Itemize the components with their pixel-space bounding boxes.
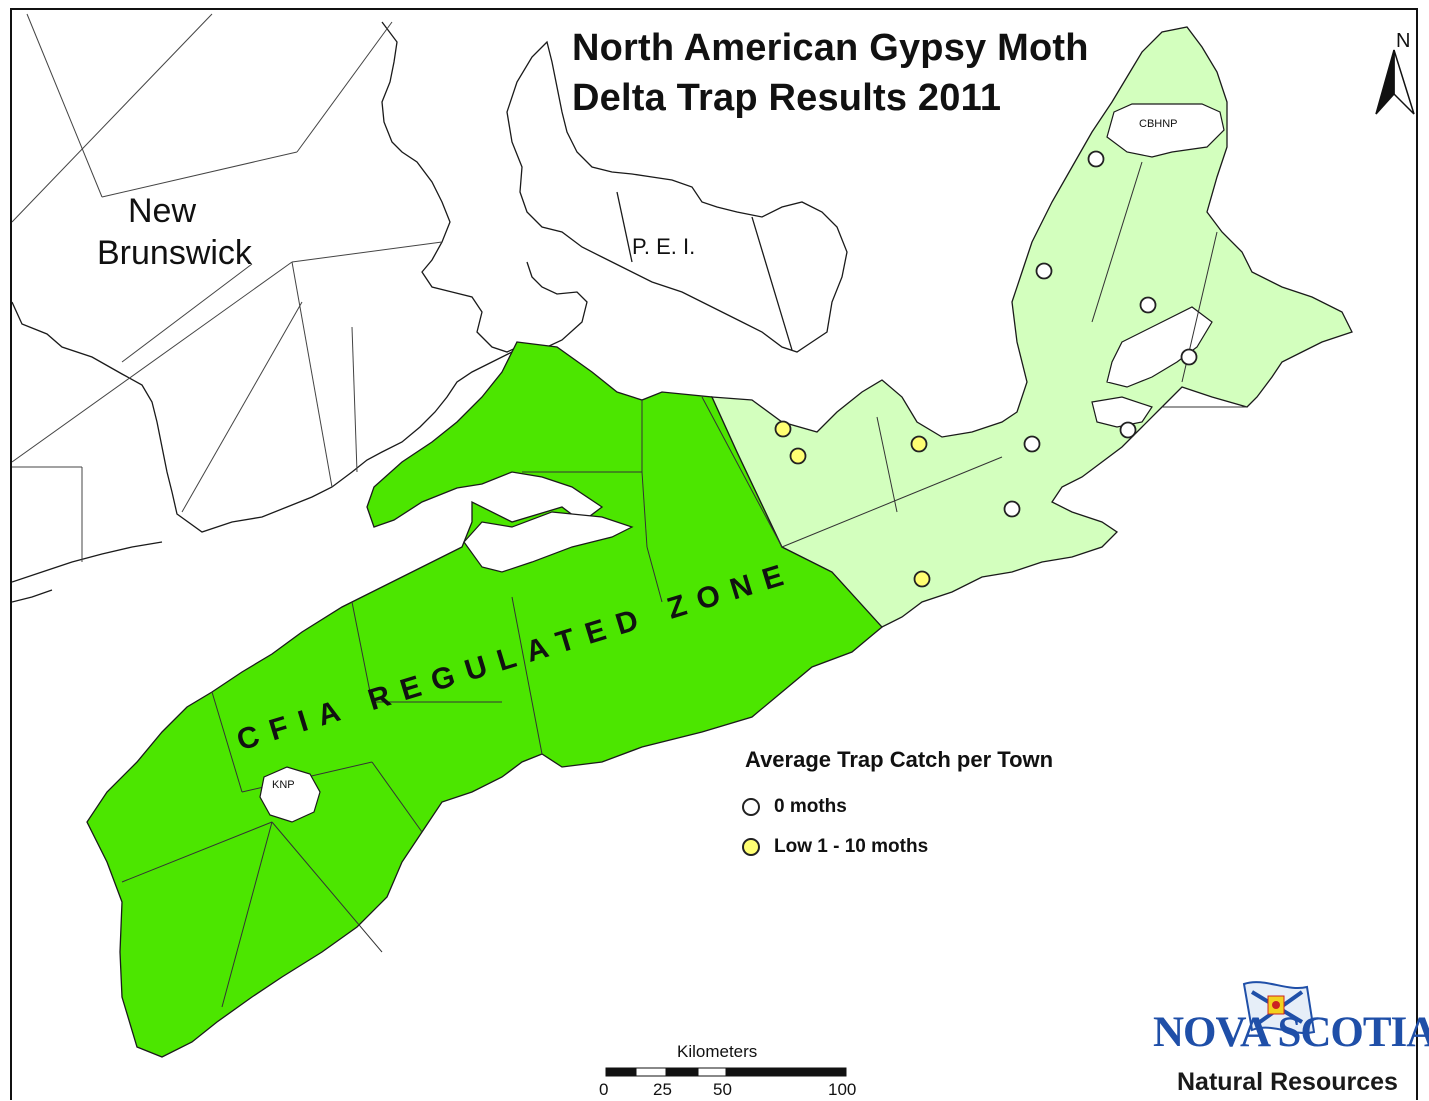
nova-scotia-other-area	[710, 26, 1353, 628]
cbhnp-label: CBHNP	[1139, 118, 1178, 130]
regulated-zone-area	[86, 341, 883, 1058]
legend-label-zero: 0 moths	[774, 796, 847, 817]
north-label: N	[1396, 30, 1411, 52]
trap-point-zero-5	[1023, 435, 1041, 453]
ns-county-lines	[121, 161, 1247, 1008]
trap-points-layer	[774, 150, 1198, 588]
trap-point-zero-6	[1003, 500, 1021, 518]
new-brunswick-label-line1: New	[128, 192, 197, 230]
pei-label: P. E. I.	[632, 234, 696, 259]
circle-icon	[742, 798, 760, 816]
trap-point-low-8	[789, 447, 807, 465]
circle-icon	[742, 838, 760, 856]
legend-title: Average Trap Catch per Town	[745, 747, 1054, 772]
knp-label: KNP	[272, 779, 295, 791]
trap-point-zero-1	[1035, 262, 1053, 280]
trap-point-zero-3	[1180, 348, 1198, 366]
water-bodies	[463, 306, 1213, 573]
map-frame: N	[10, 8, 1418, 1100]
legend-item-low: Low 1 - 10 moths	[742, 834, 928, 860]
trap-point-low-7	[774, 420, 792, 438]
map-title-line2: Delta Trap Results 2011	[572, 77, 1002, 119]
trap-point-zero-2	[1139, 296, 1157, 314]
department-name: Natural Resources	[1177, 1068, 1398, 1096]
nova-scotia-logo-text: NOVA SCOTIA	[1153, 1009, 1429, 1056]
knp-park-area	[259, 766, 321, 823]
north-arrow-icon	[1375, 49, 1415, 115]
legend-item-zero: 0 moths	[742, 794, 847, 820]
trap-point-low-10	[913, 570, 931, 588]
new-brunswick-land	[12, 21, 588, 603]
scale-bar	[605, 1067, 847, 1077]
map-canvas	[12, 13, 1415, 1077]
scale-tick-50: 50	[713, 1080, 732, 1099]
trap-point-zero-4	[1119, 421, 1137, 439]
scale-tick-25: 25	[653, 1080, 672, 1099]
trap-point-low-9	[910, 435, 928, 453]
new-brunswick-label-line2: Brunswick	[97, 234, 252, 272]
pei-land	[506, 40, 848, 353]
scale-tick-0: 0	[599, 1080, 609, 1099]
map-title-line1: North American Gypsy Moth	[572, 27, 1089, 69]
scale-title: Kilometers	[677, 1042, 758, 1061]
new-brunswick-county-lines	[12, 13, 443, 562]
nova-scotia-flag-icon	[1242, 981, 1316, 1034]
cbhnp-park-area	[1106, 103, 1225, 158]
legend-label-low: Low 1 - 10 moths	[774, 836, 929, 857]
scale-tick-100: 100	[828, 1080, 857, 1099]
trap-point-zero-0	[1087, 150, 1105, 168]
